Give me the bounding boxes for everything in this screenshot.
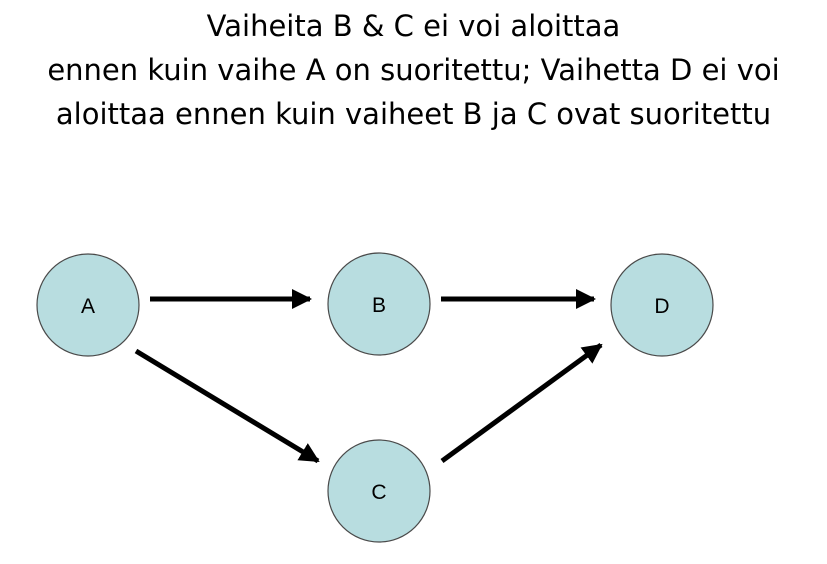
node-label-c: C bbox=[371, 481, 386, 504]
node-d: D bbox=[610, 253, 714, 357]
arrow-c-to-d bbox=[440, 342, 603, 464]
node-circle-d bbox=[610, 253, 714, 357]
title-line-3: aloittaa ennen kuin vaiheet B ja C ovat … bbox=[55, 97, 772, 131]
node-a: A bbox=[36, 253, 140, 357]
slide-title: Vaiheita B & C ei voi aloittaa ennen kui… bbox=[0, 4, 827, 136]
arrow-a-to-c bbox=[134, 348, 320, 464]
nodes: A B C D bbox=[36, 252, 714, 543]
node-b: B bbox=[327, 252, 431, 356]
title-line-2: ennen kuin vaihe A on suoritettu; Vaihet… bbox=[47, 53, 780, 87]
node-circle-b bbox=[327, 252, 431, 356]
node-label-b: B bbox=[372, 294, 386, 317]
node-label-a: A bbox=[81, 295, 95, 318]
node-c: C bbox=[327, 439, 431, 543]
edges bbox=[134, 289, 603, 464]
node-circle-c bbox=[327, 439, 431, 543]
node-label-d: D bbox=[654, 295, 669, 318]
node-circle-a bbox=[36, 253, 140, 357]
title-line-1: Vaiheita B & C ei voi aloittaa bbox=[206, 9, 621, 43]
